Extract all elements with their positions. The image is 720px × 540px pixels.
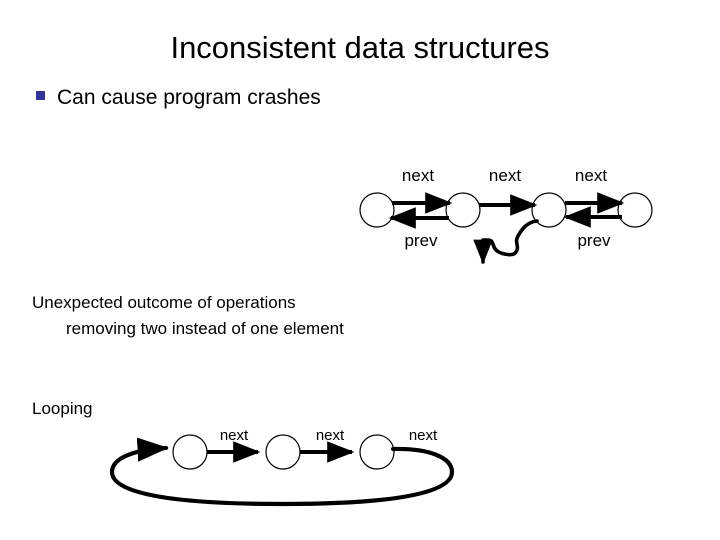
loop-list-next-label-2: next — [315, 427, 345, 444]
broken-list-node-1 — [359, 192, 395, 228]
loop-list-node-1 — [172, 434, 208, 470]
broken-list-node-2 — [445, 192, 481, 228]
loop-list-next-label-1: next — [219, 427, 249, 444]
loop-list-node-2 — [265, 434, 301, 470]
outcome-text-line-1: Unexpected outcome of operations — [32, 293, 296, 312]
dangling-pointer-squiggly-arrow — [473, 219, 539, 265]
broken-list-next-label-1: next — [401, 166, 435, 185]
square-bullet-icon — [36, 91, 45, 100]
broken-list-prev-label-1: prev — [404, 231, 438, 250]
loop-list-node-3 — [359, 434, 395, 470]
broken-list-node-3 — [531, 192, 567, 228]
loop-list-next-label-3: next — [408, 427, 438, 444]
broken-list-next-label-3: next — [574, 166, 608, 185]
broken-list-node-4 — [617, 192, 653, 228]
loop-back-curve — [109, 437, 455, 507]
broken-list-next-label-2: next — [488, 166, 522, 185]
bullet-item-label: Can cause program crashes — [57, 86, 321, 109]
outcome-text-line-2: removing two instead of one element — [66, 319, 344, 338]
broken-list-prev-label-2: prev — [577, 231, 611, 250]
bullet-item: Can cause program crashes — [36, 85, 321, 111]
page-title: Inconsistent data structures — [170, 30, 550, 65]
looping-section-label: Looping — [32, 399, 93, 418]
